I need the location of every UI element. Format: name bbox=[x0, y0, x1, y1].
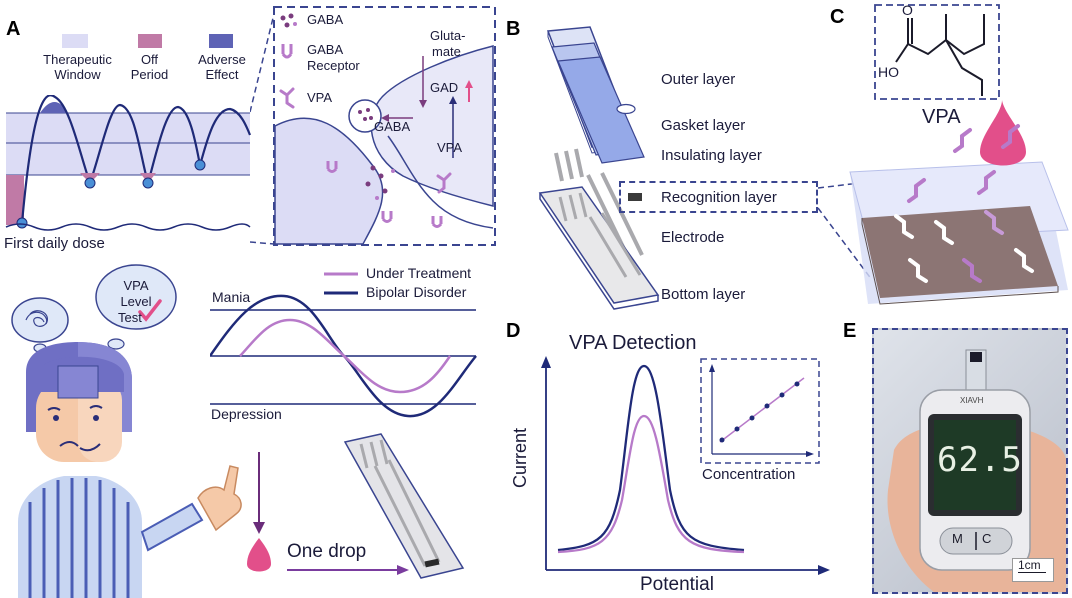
molecule-oxygen-label: O bbox=[902, 2, 913, 18]
legend-adverse-label-1: Adverse bbox=[198, 52, 246, 67]
scale-bar-line bbox=[1018, 572, 1046, 573]
bubble-line-test: Test bbox=[118, 310, 142, 325]
meter-lcd bbox=[934, 420, 1016, 510]
legend-therapeutic-window: Therapeutic Window bbox=[30, 34, 125, 82]
layer-label-recognition: Recognition layer bbox=[661, 189, 777, 206]
mood-legend-swatches bbox=[324, 272, 358, 295]
dose-curve-diagram bbox=[5, 95, 252, 231]
calibration-point bbox=[749, 415, 755, 421]
mood-legend-bipolar-disorder: Bipolar Disorder bbox=[366, 284, 467, 300]
legend-swatch-therapeutic bbox=[62, 34, 88, 48]
legend-adverse-effect: Adverse Effect bbox=[186, 34, 258, 82]
potential-axis-label: Potential bbox=[640, 574, 714, 595]
glucometer-device bbox=[887, 349, 1066, 592]
meter-brand: XIAVH bbox=[960, 396, 984, 405]
legend-off-label-2: Period bbox=[130, 67, 169, 82]
layer-label-insulating: Insulating layer bbox=[661, 147, 762, 164]
synapse-vpa-label: VPA bbox=[307, 90, 333, 105]
adverse-effect-peak bbox=[40, 102, 68, 113]
depression-label: Depression bbox=[211, 406, 282, 422]
synapse-gaba-label: GABA bbox=[307, 12, 344, 27]
dose-curve bbox=[20, 95, 252, 224]
check-mark-icon bbox=[138, 299, 162, 322]
legend-therapeutic-label-1: Therapeutic bbox=[43, 52, 112, 67]
panel-label-a: A bbox=[6, 18, 21, 40]
synapse-glutamate-label-1: Gluta- bbox=[430, 28, 466, 43]
legend-off-label-1: Off bbox=[140, 52, 159, 67]
first-daily-dose-label: First daily dose bbox=[4, 235, 105, 252]
scale-bar-box bbox=[1012, 558, 1054, 582]
layer-label-bottom: Bottom layer bbox=[661, 286, 746, 303]
layer-label-electrode: Electrode bbox=[661, 229, 725, 246]
molecule-ho-label: HO bbox=[878, 64, 899, 80]
synapse-gaba-arrow-label: GABA bbox=[374, 119, 411, 134]
mood-legend-under-treatment: Under Treatment bbox=[366, 265, 472, 281]
calibration-point bbox=[794, 381, 800, 387]
therapeutic-window-band bbox=[6, 113, 250, 175]
meter-photo: XIAVH 62.5 M C 1cm bbox=[872, 328, 1068, 594]
panel-label-d: D bbox=[506, 320, 521, 342]
blood-drop-icon bbox=[247, 538, 271, 572]
concentration-inset bbox=[700, 358, 820, 464]
dose-point bbox=[84, 177, 96, 189]
legend-adverse-label-2: Effect bbox=[205, 67, 239, 82]
legend-therapeutic-label-2: Window bbox=[54, 67, 101, 82]
current-curve-high bbox=[557, 364, 745, 552]
dose-point bbox=[194, 159, 206, 171]
detection-curve-chart bbox=[541, 356, 830, 575]
scale-bar-label: 1cm bbox=[1018, 558, 1041, 572]
one-drop-label: One drop bbox=[287, 541, 367, 562]
panel-label-b: B bbox=[506, 18, 521, 40]
legend-swatch-adverse bbox=[209, 34, 233, 48]
mania-label: Mania bbox=[212, 289, 251, 305]
synapse-gad-label: GAD bbox=[430, 80, 459, 95]
test-strip bbox=[343, 433, 465, 579]
bubble-line-vpa: VPA bbox=[123, 278, 149, 293]
off-period-band bbox=[6, 175, 24, 225]
electrode-pattern bbox=[554, 148, 644, 258]
synapse-gaba-receptor-label-1: GABA bbox=[307, 42, 344, 57]
blood-drop-icon bbox=[980, 100, 1026, 166]
meter-button-c: C bbox=[982, 531, 992, 546]
current-axis-label: Current bbox=[510, 427, 530, 488]
calibration-point bbox=[779, 392, 785, 398]
calibration-point bbox=[719, 437, 725, 443]
dose-point bbox=[142, 177, 154, 189]
panel-label-e: E bbox=[843, 320, 857, 342]
synapse-inset bbox=[273, 6, 496, 246]
patient-illustration bbox=[11, 264, 242, 598]
synapse-glutamate-label-2: mate bbox=[432, 44, 461, 59]
calibration-point bbox=[764, 403, 770, 409]
layer-label-outer: Outer layer bbox=[661, 71, 736, 88]
treatment-wave bbox=[239, 318, 452, 394]
sensing-substrate bbox=[862, 206, 1058, 298]
legend-off-period: Off Period bbox=[122, 34, 177, 82]
sensor-layer-stack bbox=[538, 26, 660, 310]
vpa-detection-title: VPA Detection bbox=[569, 332, 697, 354]
zoom-connector bbox=[250, 13, 275, 245]
bubble-line-level: Level bbox=[120, 294, 152, 309]
meter-reading: 62.5 bbox=[937, 440, 1023, 480]
meter-button-m: M bbox=[952, 531, 963, 546]
recognition-layer-box bbox=[619, 181, 818, 213]
legend-swatch-off bbox=[138, 34, 162, 48]
recognition-layer-3d bbox=[849, 100, 1069, 305]
synapse-gaba-receptor-label-2: Receptor bbox=[307, 58, 360, 73]
recognition-element bbox=[628, 193, 642, 201]
calibration-point bbox=[734, 426, 740, 432]
dose-point bbox=[16, 217, 28, 229]
synapse-vpa-arrow-label: VPA bbox=[437, 140, 463, 155]
insulating-layer-sheet bbox=[557, 56, 645, 164]
mood-wave-chart bbox=[210, 294, 477, 418]
vesicle bbox=[348, 99, 382, 133]
vpa-title: VPA bbox=[922, 106, 961, 128]
current-curve-low bbox=[557, 414, 745, 554]
concentration-label: Concentration bbox=[702, 466, 796, 483]
layer-label-gasket: Gasket layer bbox=[661, 117, 746, 134]
one-drop-flow bbox=[247, 433, 465, 579]
vpa-molecule-structure bbox=[874, 4, 1000, 100]
panel-label-c: C bbox=[830, 6, 845, 28]
